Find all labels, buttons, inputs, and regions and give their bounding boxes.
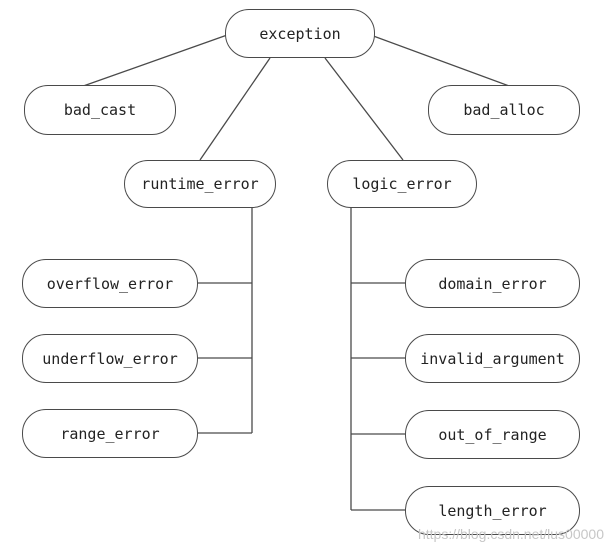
edge-exception-runtime-error — [199, 57, 271, 161]
node-logic-error: logic_error — [327, 160, 477, 208]
node-out-of-range: out_of_range — [405, 410, 580, 459]
node-bad-cast: bad_cast — [24, 85, 176, 135]
edge-exception-logic-error — [324, 57, 404, 161]
edge-exception-bad-cast — [71, 33, 231, 91]
edge-exception-bad-alloc — [367, 33, 521, 91]
node-underflow-error: underflow_error — [22, 334, 198, 383]
node-domain-error: domain_error — [405, 259, 580, 308]
watermark-url: https://blog.csdn.net/lus00000 — [417, 526, 604, 542]
node-range-error: range_error — [22, 409, 198, 458]
node-overflow-error: overflow_error — [22, 259, 198, 308]
node-bad-alloc: bad_alloc — [428, 85, 580, 135]
node-runtime-error: runtime_error — [124, 160, 276, 208]
node-invalid-argument: invalid_argument — [405, 334, 580, 383]
node-length-error: length_error — [405, 486, 580, 535]
node-exception: exception — [225, 9, 375, 58]
